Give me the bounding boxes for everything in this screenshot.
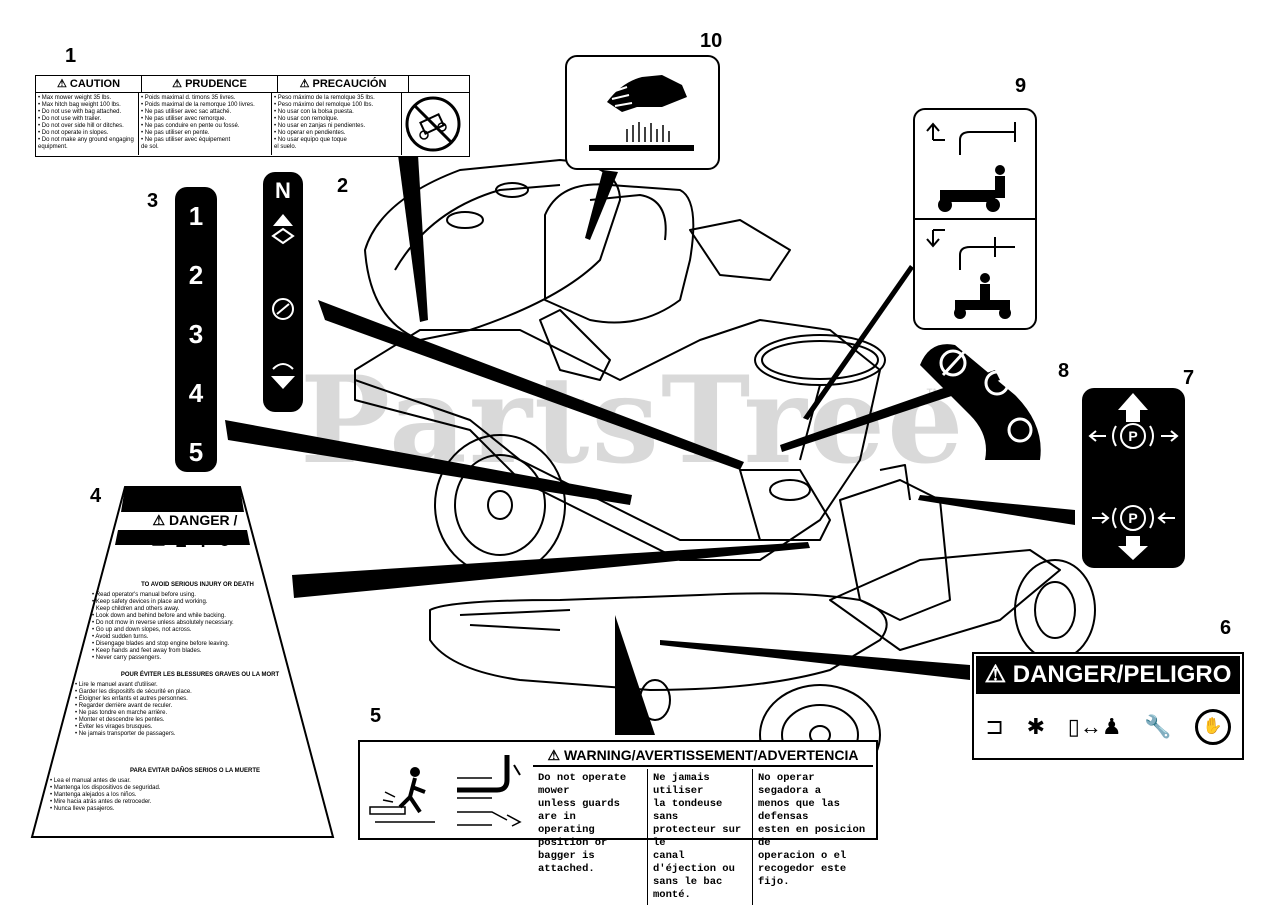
label-4-es-text: • Lea el manual antes de usar.• Mantenga…	[50, 778, 161, 812]
callout-8: 8	[1058, 360, 1070, 382]
bystander-icon: ♟	[173, 534, 197, 551]
turtle-icon	[1007, 417, 1033, 443]
gas-cap-1	[446, 211, 484, 229]
mower-body	[354, 319, 881, 561]
lever-up-icon	[926, 122, 1016, 155]
caution-text-fr: • Poids maximal d. timons 35 livres.• Po…	[139, 93, 272, 155]
hand-burn-icon	[607, 75, 687, 112]
no-hands-icon: ✋	[1194, 709, 1231, 745]
callout-3: 3	[147, 190, 159, 212]
neutral-icon: N	[275, 178, 291, 203]
label-4-en-text: • Read operator's manual before using.• …	[92, 592, 234, 661]
warning-title: ⚠ WARNING/AVERTISSEMENT/ADVERTENCIA	[533, 745, 873, 767]
callout-9: 9	[1015, 75, 1027, 97]
callout-5: 5	[370, 705, 382, 727]
engine-speed-icon	[272, 298, 294, 320]
leader-4	[292, 542, 810, 598]
label-5-warning: ⚠ WARNING/AVERTISSEMENT/ADVERTENCIA Do n…	[358, 740, 878, 905]
danger-triangle-icon: ⚠	[152, 512, 169, 528]
label-4-danger: ⚠ DANGER / PELIGRO	[152, 512, 238, 545]
label-6-danger: ⚠ DANGER/PELIGRO ⊐ ✱ ▯↔♟ 🔧 ✋	[972, 652, 1244, 760]
callout-6: 6	[1220, 617, 1232, 639]
leader-5	[615, 615, 655, 735]
precaucion-header: ⚠ PRECAUCIÓN	[278, 76, 409, 92]
operator-icon	[938, 165, 1005, 212]
service-manual-icon: 🔧	[1144, 714, 1172, 739]
no-slope-icon	[405, 96, 461, 152]
label-1-caution: ⚠ CAUTION ⚠ PRUDENCE ⚠ PRECAUCIÓN • Max …	[35, 75, 470, 157]
svg-text:P: P	[1128, 428, 1137, 444]
svg-text:P: P	[1128, 510, 1137, 526]
callout-4: 4	[90, 485, 102, 507]
leader-7	[918, 495, 1075, 525]
label-4-fr-text: • Lire le manuel avant d'utiliser.• Gard…	[75, 682, 192, 737]
leader-8	[780, 370, 1000, 452]
label-8-throttle	[920, 344, 1041, 460]
gear-1: 1	[188, 201, 204, 231]
label-2-speed: N	[263, 172, 303, 412]
bystander-distance-icon: ▯↔♟	[1067, 714, 1122, 739]
mower-seat	[544, 183, 695, 324]
manual-icon: ▭	[150, 534, 174, 551]
rollover-icon: ↻	[217, 534, 240, 551]
caution-text-es: • Peso máximo de la remolque 35 lbs.• Pe…	[272, 93, 402, 155]
leader-1	[398, 155, 428, 322]
arrow-down-icon	[1118, 546, 1148, 560]
choke-icon	[939, 349, 967, 377]
mower-deck-icon: ⊐	[985, 714, 1004, 739]
thrown-object-icon: ✱	[1026, 714, 1046, 739]
label-4-shape	[30, 486, 335, 838]
caution-text-en: • Max mower weight 35 lbs.• Max hitch ba…	[36, 93, 139, 155]
prudence-header: ⚠ PRUDENCE	[142, 76, 278, 92]
label-6-title: ⚠ DANGER/PELIGRO	[976, 656, 1240, 694]
rabbit-icon	[984, 370, 1010, 396]
warning-triangle-icon: ⚠	[547, 747, 564, 763]
label-4-avoid: TO AVOID SERIOUS INJURY OR DEATH	[141, 582, 254, 588]
leader-9	[803, 265, 914, 420]
arrow-up-icon	[1118, 393, 1148, 410]
gear-5: 5	[188, 437, 204, 467]
chute-guard-icon	[457, 755, 522, 827]
label-10-hot-surface	[565, 55, 720, 170]
label-4-es-title: PARA EVITAR DAÑOS SERIOS O LA MUERTE	[129, 768, 260, 774]
thrown-object-icon: ✱	[196, 534, 218, 551]
callout-1: 1	[65, 45, 77, 67]
label-7-parking-brake: P P	[1082, 388, 1185, 568]
gear-3: 3	[188, 319, 204, 349]
caution-header: ⚠ CAUTION	[36, 76, 142, 92]
callout-10: 10	[700, 30, 723, 52]
label-3-gears: 1 2 3 4 5	[175, 187, 217, 472]
parking-brake-icon-2	[1112, 505, 1154, 531]
leader-6	[660, 640, 970, 680]
parking-brake-icon-1	[1112, 423, 1154, 449]
hot-surface-icon	[626, 122, 670, 142]
steering-wheel	[754, 334, 886, 386]
leader-3	[225, 420, 632, 505]
label-4-icons-row: ▭♟✱↻	[115, 532, 275, 552]
callout-7: 7	[1183, 367, 1195, 389]
gear-4: 4	[188, 378, 204, 408]
label-9-lever	[913, 108, 1037, 330]
callout-2: 2	[337, 175, 349, 197]
leader-10	[585, 170, 618, 240]
operator-mowing-icon	[954, 273, 1011, 319]
thrown-object-icon	[369, 767, 435, 823]
danger-triangle-icon: ⚠	[984, 661, 1013, 688]
label-4-fr-title: POUR ÉVITER LES BLESSURES GRAVES OU LA M…	[120, 672, 280, 678]
gas-cap-2	[495, 182, 529, 198]
leader-2	[318, 300, 744, 470]
mower-deck	[429, 592, 888, 691]
gear-2: 2	[188, 260, 204, 290]
mower-diagram	[225, 155, 1096, 786]
lever-down-icon	[926, 229, 1015, 270]
